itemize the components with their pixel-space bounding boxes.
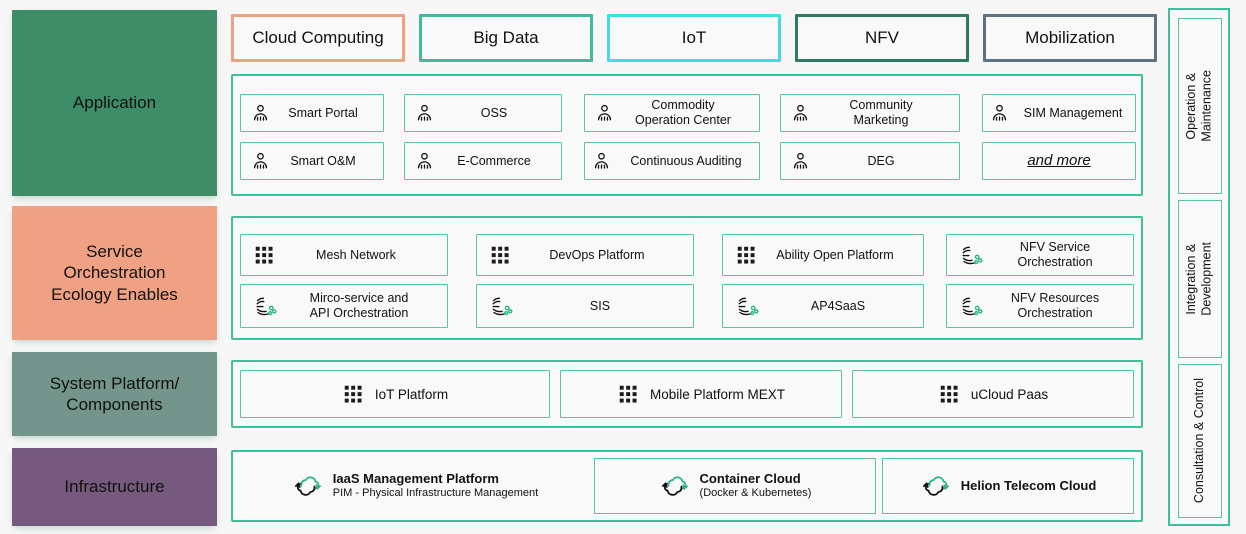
- category-tab-iot[interactable]: IoT: [607, 14, 781, 62]
- system-item-label: IoT Platform: [374, 386, 449, 402]
- application-item-smart-portal[interactable]: Smart Portal: [240, 94, 384, 132]
- cloud-sync-icon: [659, 473, 691, 499]
- sidebar-item-consultation-control[interactable]: Consultation & Control: [1178, 364, 1222, 518]
- person-icon: [983, 103, 1011, 124]
- cloud-sync-icon: [920, 473, 952, 499]
- grid-dots-icon: [938, 383, 960, 405]
- grid-dots-icon: [342, 383, 364, 405]
- person-icon: [781, 151, 815, 172]
- infrastructure-item-title: Helion Telecom Cloud: [960, 477, 1097, 493]
- service-item-mesh-network[interactable]: Mesh Network: [240, 234, 448, 276]
- category-tab-label: Big Data: [473, 28, 539, 47]
- service-item-devops-platform[interactable]: DevOps Platform: [476, 234, 694, 276]
- service-item-mirco-service-and-api-orchestration[interactable]: Mirco-service and API Orchestration: [240, 284, 448, 328]
- layer-label-service-orchestration: Service Orchestration Ecology Enables: [51, 242, 178, 304]
- infrastructure-item-title: IaaS Management Platform: [332, 471, 499, 486]
- service-item-label: Ability Open Platform: [776, 247, 894, 262]
- category-tab-big-data[interactable]: Big Data: [419, 14, 593, 62]
- application-item-oss[interactable]: OSS: [404, 94, 562, 132]
- person-icon: [405, 151, 439, 172]
- grid-dots-icon: [617, 383, 639, 405]
- category-tab-label: Cloud Computing: [252, 28, 384, 47]
- person-icon: [585, 103, 619, 124]
- system-item-label: Mobile Platform MEXT: [649, 386, 786, 402]
- application-item-label: Commodity Operation Center: [635, 98, 731, 127]
- application-item-label: Continuous Auditing: [630, 153, 742, 168]
- application-item-label: Community Marketing: [849, 98, 913, 127]
- service-item-label: AP4SaaS: [810, 298, 866, 313]
- application-item-sim-management[interactable]: SIM Management: [982, 94, 1136, 132]
- orchestration-icon: [241, 295, 285, 317]
- layer-block-system-platform: System Platform/ Components: [12, 352, 217, 436]
- category-tab-nfv[interactable]: NFV: [795, 14, 969, 62]
- orchestration-icon: [947, 244, 991, 266]
- service-item-label: SIS: [589, 298, 611, 313]
- layer-label-application: Application: [72, 93, 157, 113]
- person-icon: [781, 103, 815, 124]
- sidebar-item-integration-development[interactable]: Integration & Development: [1178, 200, 1222, 358]
- layer-block-service-orchestration: Service Orchestration Ecology Enables: [12, 206, 217, 340]
- orchestration-icon: [723, 295, 767, 317]
- application-item-e-commerce[interactable]: E-Commerce: [404, 142, 562, 180]
- service-item-label: DevOps Platform: [549, 247, 645, 262]
- infrastructure-item-subtitle: PIM - Physical Infrastructure Management: [332, 487, 539, 500]
- orchestration-icon: [947, 295, 991, 317]
- service-item-ability-open-platform[interactable]: Ability Open Platform: [722, 234, 924, 276]
- grid-dots-icon: [477, 244, 515, 266]
- person-icon: [241, 103, 275, 124]
- service-item-nfv-resources-orchestration[interactable]: NFV Resources Orchestration: [946, 284, 1134, 328]
- grid-dots-icon: [241, 244, 279, 266]
- application-item-label: E-Commerce: [457, 153, 531, 168]
- service-item-ap4saas[interactable]: AP4SaaS: [722, 284, 924, 328]
- layer-label-system-platform: System Platform/ Components: [49, 373, 180, 414]
- person-icon: [241, 151, 275, 172]
- person-icon: [585, 151, 613, 172]
- service-item-sis[interactable]: SIS: [476, 284, 694, 328]
- cloud-sync-icon: [292, 473, 324, 499]
- category-tab-label: NFV: [865, 28, 899, 47]
- application-item-deg[interactable]: DEG: [780, 142, 960, 180]
- application-item-label: DEG: [867, 153, 895, 168]
- application-item-commodity-operation-center[interactable]: Commodity Operation Center: [584, 94, 760, 132]
- orchestration-icon: [477, 295, 521, 317]
- grid-dots-icon: [723, 244, 761, 266]
- infrastructure-item-subtitle: (Docker & Kubernetes): [699, 487, 812, 500]
- right-sidebar: Operation & Maintenance Integration & De…: [1168, 8, 1230, 526]
- infrastructure-item-container-cloud[interactable]: Container Cloud(Docker & Kubernetes): [594, 458, 876, 514]
- sidebar-item-operation-maintenance[interactable]: Operation & Maintenance: [1178, 18, 1222, 194]
- sidebar-label-consultation-control: Consultation & Control: [1192, 378, 1207, 504]
- service-item-label: NFV Service Orchestration: [1017, 240, 1093, 269]
- application-item-smart-o-m[interactable]: Smart O&M: [240, 142, 384, 180]
- service-item-label: Mesh Network: [316, 247, 396, 262]
- category-tab-mobilization[interactable]: Mobilization: [983, 14, 1157, 62]
- category-tab-label: Mobilization: [1025, 28, 1115, 47]
- service-item-label: NFV Resources Orchestration: [1010, 291, 1100, 320]
- application-item-continuous-auditing[interactable]: Continuous Auditing: [584, 142, 760, 180]
- infrastructure-item-title: Container Cloud: [699, 471, 801, 486]
- service-item-label: Mirco-service and API Orchestration: [309, 291, 409, 320]
- layer-label-infrastructure: Infrastructure: [64, 477, 165, 497]
- layer-block-application: Application: [12, 10, 217, 196]
- application-item-community-marketing[interactable]: Community Marketing: [780, 94, 960, 132]
- system-item-mobile-platform-mext[interactable]: Mobile Platform MEXT: [560, 370, 842, 418]
- system-item-ucloud-paas[interactable]: uCloud Paas: [852, 370, 1134, 418]
- application-item-label: and more: [1027, 152, 1091, 170]
- system-item-iot-platform[interactable]: IoT Platform: [240, 370, 550, 418]
- sidebar-label-integration-development: Integration & Development: [1184, 242, 1214, 316]
- application-item-label: OSS: [480, 105, 508, 120]
- application-item-label: SIM Management: [1023, 105, 1123, 120]
- sidebar-label-operation-maintenance: Operation & Maintenance: [1184, 70, 1214, 142]
- application-item-and-more[interactable]: and more: [982, 142, 1136, 180]
- application-item-label: Smart Portal: [288, 105, 358, 120]
- category-tab-cloud-computing[interactable]: Cloud Computing: [231, 14, 405, 62]
- layer-block-infrastructure: Infrastructure: [12, 448, 217, 526]
- system-item-label: uCloud Paas: [970, 386, 1049, 402]
- infrastructure-item-helion-telecom-cloud[interactable]: Helion Telecom Cloud: [882, 458, 1134, 514]
- application-item-label: Smart O&M: [290, 153, 356, 168]
- service-item-nfv-service-orchestration[interactable]: NFV Service Orchestration: [946, 234, 1134, 276]
- person-icon: [405, 103, 439, 124]
- category-tab-label: IoT: [681, 28, 707, 47]
